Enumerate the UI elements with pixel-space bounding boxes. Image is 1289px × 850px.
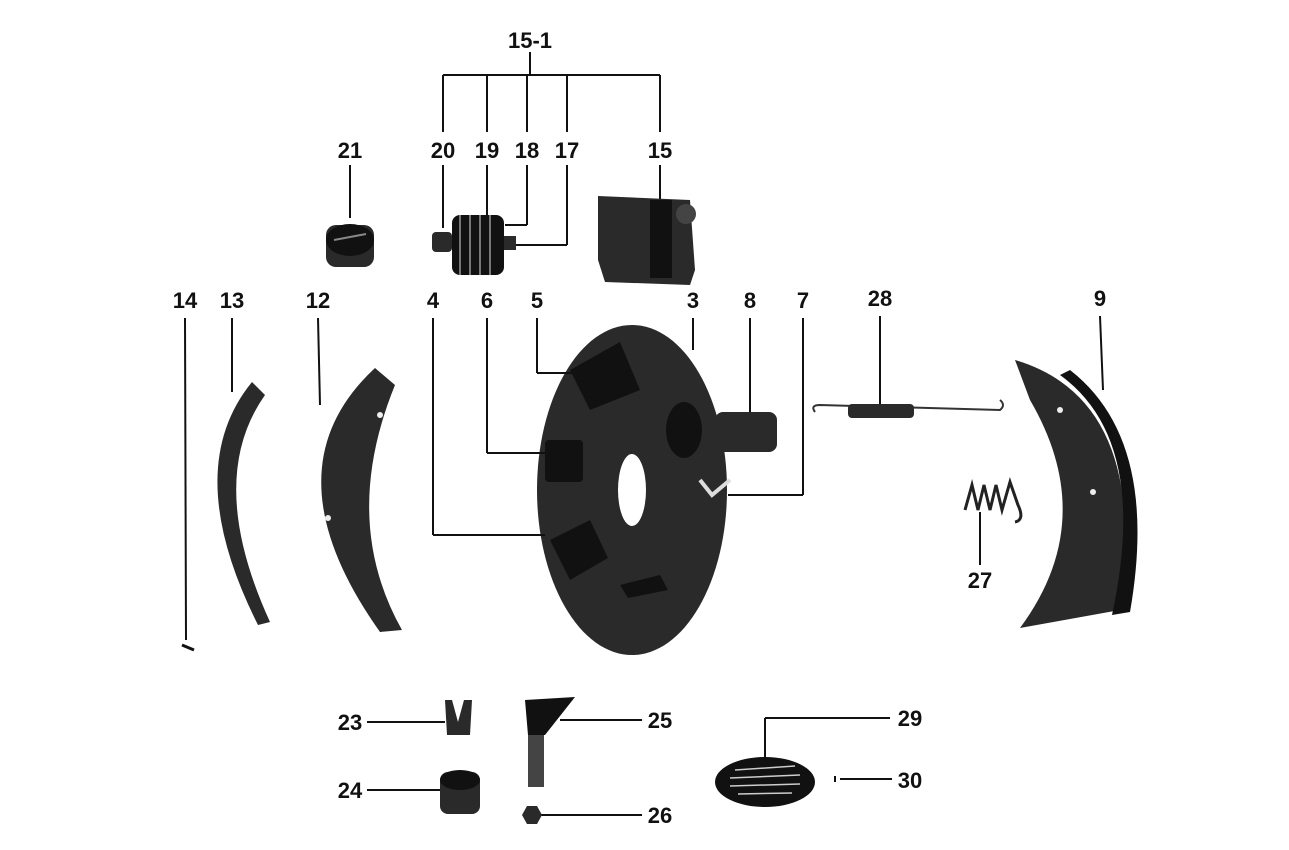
label-30: 30 xyxy=(898,768,922,793)
label-5: 5 xyxy=(531,288,543,313)
label-27: 27 xyxy=(968,568,992,593)
label-26: 26 xyxy=(648,803,672,828)
part-3-backing-plate xyxy=(432,318,804,655)
label-23: 23 xyxy=(338,710,362,735)
part-25-bolt xyxy=(525,697,575,787)
part-13-lining xyxy=(217,318,270,625)
part-26-nut xyxy=(522,806,542,824)
part-12-shoe xyxy=(317,317,402,632)
label-3: 3 xyxy=(687,288,699,313)
label-9: 9 xyxy=(1094,286,1106,311)
part-28-spring xyxy=(812,316,1004,418)
part-14-rivet xyxy=(181,317,195,652)
label-19: 19 xyxy=(475,138,499,163)
label-14: 14 xyxy=(173,288,198,313)
part-21-cap xyxy=(326,165,374,267)
part-15-block xyxy=(598,165,696,285)
part-9-shoe xyxy=(1015,315,1138,628)
label-28: 28 xyxy=(868,286,892,311)
part-24-plug xyxy=(440,770,480,814)
label-6: 6 xyxy=(481,288,493,313)
label-24: 24 xyxy=(338,778,363,803)
part-27-spring xyxy=(963,477,1023,565)
label-4: 4 xyxy=(427,288,440,313)
label-15: 15 xyxy=(648,138,672,163)
part-23-clip xyxy=(445,700,472,735)
assembly-bracket xyxy=(442,52,661,132)
label-15-1: 15-1 xyxy=(508,28,552,53)
label-21: 21 xyxy=(338,138,362,163)
label-12: 12 xyxy=(306,288,330,313)
label-7: 7 xyxy=(797,288,809,313)
label-18: 18 xyxy=(515,138,539,163)
label-20: 20 xyxy=(431,138,455,163)
label-13: 13 xyxy=(220,288,244,313)
part-29-nameplate xyxy=(715,757,815,807)
label-8: 8 xyxy=(744,288,756,313)
label-17: 17 xyxy=(555,138,579,163)
part-worm-gear xyxy=(432,165,568,275)
label-25: 25 xyxy=(648,708,672,733)
label-29: 29 xyxy=(898,706,922,731)
